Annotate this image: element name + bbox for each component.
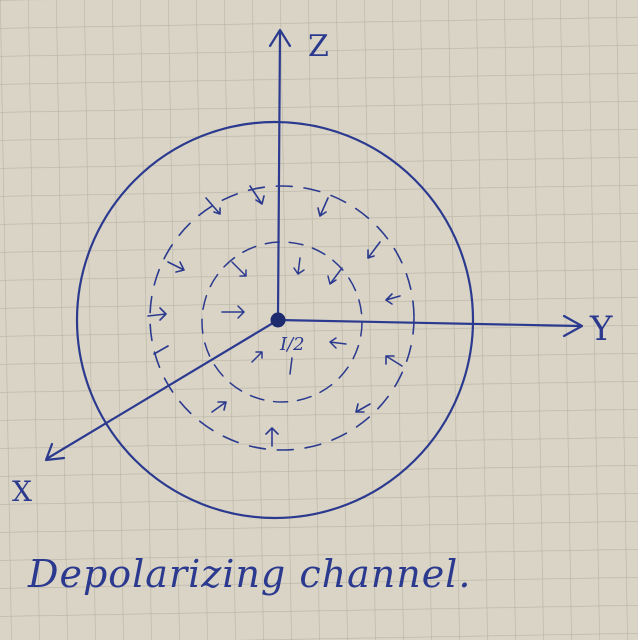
inner-arrow-bottom: [289, 357, 293, 375]
arrow-right: [385, 293, 401, 305]
arrow-left-lower: [153, 345, 169, 355]
x-axis-arrowhead: [44, 442, 66, 462]
inner-arrow-top-right: [327, 267, 343, 285]
origin-point: [270, 312, 286, 328]
arrow-left: [147, 307, 167, 321]
inner-arrow-left: [221, 305, 245, 319]
inner-arrow-right: [329, 337, 347, 349]
inner-arrow-top: [293, 257, 305, 275]
z-axis: [276, 30, 282, 320]
arrow-bottom: [265, 427, 279, 447]
arrow-bottom-right: [355, 403, 371, 413]
y-axis-arrowhead: [562, 314, 584, 338]
x-axis-label: X: [12, 475, 32, 508]
arrow-top: [249, 185, 265, 205]
caption: Depolarizing channel.: [28, 552, 472, 596]
x-axis: [46, 318, 280, 460]
arrow-left-upper: [167, 261, 185, 273]
shrunk-sphere-outer-dashed: [149, 185, 415, 451]
arrow-bottom-left: [211, 401, 227, 413]
y-axis: [276, 318, 582, 328]
contraction-arrows: [147, 185, 403, 447]
inner-arrow-top-left: [231, 261, 247, 277]
bloch-sphere-outline: [75, 120, 475, 520]
maximally-mixed-state-label: I/2: [280, 334, 305, 355]
inner-contraction-arrows: [221, 257, 347, 375]
z-axis-label: Z: [308, 29, 329, 64]
arrow-top-left: [205, 197, 221, 215]
inner-arrow-bottom-left: [251, 351, 263, 363]
z-axis-arrowhead: [268, 28, 292, 48]
y-axis-label: Y: [590, 309, 613, 349]
arrow-top-right: [317, 197, 329, 217]
arrow-right-lower: [385, 355, 403, 367]
arrow-right-upper: [367, 241, 381, 259]
